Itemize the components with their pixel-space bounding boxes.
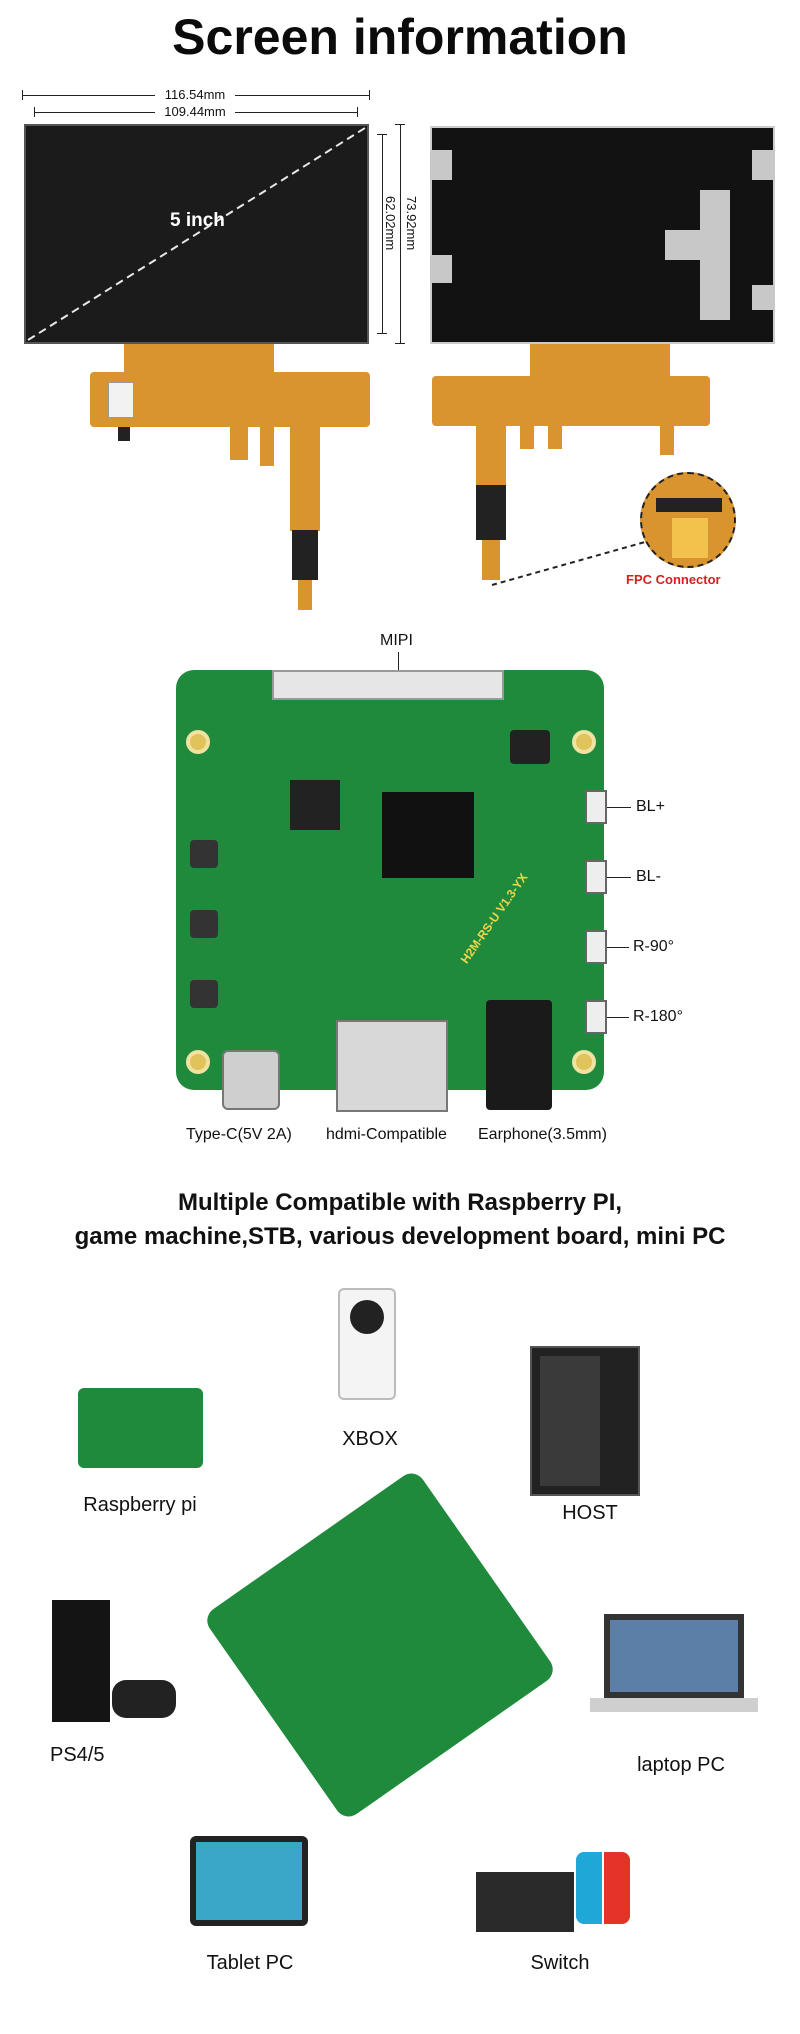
bl-minus-pointer: [607, 877, 631, 878]
fpc-body: [90, 372, 370, 427]
mipi-connector: [272, 670, 504, 700]
hdmi-port[interactable]: [336, 1020, 448, 1112]
r180-label: R-180°: [633, 1008, 683, 1025]
ps-console-image: [52, 1600, 110, 1722]
height-outer-label: 73.92mm: [404, 196, 419, 251]
mcu-chip: [290, 780, 340, 830]
width-outer-label: 116.54mm: [155, 87, 235, 102]
laptop-base: [590, 1698, 758, 1712]
ps-controller: [112, 1680, 176, 1718]
compat-line-1: Multiple Compatible with Raspberry PI,: [177, 1189, 623, 1216]
typec-port[interactable]: [222, 1050, 280, 1110]
inductor: [190, 840, 218, 868]
xbox-label: XBOX: [342, 1428, 398, 1450]
earphone-label: Earphone(3.5mm): [478, 1126, 607, 1143]
fpc-tail-dark: [292, 530, 318, 580]
dim-tick: [377, 134, 387, 135]
back-notch: [752, 150, 775, 180]
earphone-jack[interactable]: [486, 1000, 552, 1110]
bl-minus-label: BL-: [636, 868, 661, 885]
dim-tick: [357, 107, 358, 117]
fpc-tab: [548, 425, 562, 449]
r180-button[interactable]: [585, 1000, 607, 1034]
host-panel: [540, 1356, 600, 1486]
ps-label: PS4/5: [50, 1744, 105, 1766]
back-notch: [430, 255, 452, 283]
hdmi-label: hdmi-Compatible: [326, 1126, 447, 1143]
back-notch: [430, 150, 452, 180]
fpc-back-tail-dark: [476, 485, 506, 540]
fpc-connector-zoom: [640, 472, 736, 568]
r90-button[interactable]: [585, 930, 607, 964]
main-chip: [382, 792, 474, 878]
back-notch: [752, 285, 775, 310]
dim-tick: [395, 343, 405, 344]
height-inner-label: 62.02mm: [383, 196, 398, 251]
r90-pointer: [607, 947, 629, 948]
r180-pointer: [607, 1017, 629, 1018]
switch-label: Switch: [530, 1952, 590, 1974]
height-outer-line: [400, 124, 401, 344]
switch-dock-image: [476, 1872, 574, 1932]
dim-tick: [377, 333, 387, 334]
bl-plus-label: BL+: [636, 798, 665, 815]
switch-joycon-blue: [576, 1852, 602, 1924]
fpc-back-body: [432, 376, 710, 426]
fpc-back-top: [530, 344, 670, 379]
fpc-tail: [290, 426, 320, 531]
xbox-vent: [350, 1300, 384, 1334]
fpc-back-tail: [476, 425, 506, 485]
diagonal-label: 5 inch: [170, 210, 225, 231]
inductor: [190, 910, 218, 938]
tablet-image: [190, 1836, 308, 1926]
compat-line-2: game machine,STB, various development bo…: [74, 1223, 726, 1250]
switch-joycon-red: [604, 1852, 630, 1924]
fpc-pad: [118, 427, 130, 441]
dim-tick: [22, 90, 23, 100]
inductor: [190, 980, 218, 1008]
height-inner-line: [382, 134, 383, 334]
dim-tick: [369, 90, 370, 100]
page-title: Screen information: [172, 9, 628, 65]
diagonal-line: [27, 127, 366, 341]
fpc-back-end: [482, 540, 500, 580]
board-render: [201, 1468, 559, 1822]
back-notch: [700, 260, 730, 320]
raspberry-pi-image: [78, 1388, 203, 1468]
fpc-tab: [520, 425, 534, 449]
mounting-hole: [572, 730, 596, 754]
fpc-tab: [230, 426, 248, 460]
raspberry-label: Raspberry pi: [83, 1494, 197, 1516]
r90-label: R-90°: [633, 938, 675, 955]
typec-label: Type-C(5V 2A): [186, 1126, 292, 1143]
mounting-hole: [572, 1050, 596, 1074]
mipi-label: MIPI: [380, 632, 413, 649]
tablet-label: Tablet PC: [206, 1952, 294, 1974]
inductor: [510, 730, 550, 764]
dim-tick: [34, 107, 35, 117]
host-label: HOST: [562, 1502, 618, 1524]
dim-tick: [395, 124, 405, 125]
fpc-end: [298, 580, 312, 610]
mounting-hole: [186, 1050, 210, 1074]
width-inner-label: 109.44mm: [155, 104, 235, 119]
fpc-tab: [260, 426, 274, 466]
back-notch: [700, 190, 730, 230]
qr-label: [108, 382, 134, 418]
laptop-label: laptop PC: [637, 1754, 725, 1776]
bl-plus-pointer: [607, 807, 631, 808]
bl-minus-button[interactable]: [585, 860, 607, 894]
laptop-image: [604, 1614, 744, 1698]
fpc-connector-label: FPC Connector: [626, 572, 721, 587]
fpc-tab: [660, 425, 674, 455]
fpc-top: [124, 344, 274, 374]
back-notch: [665, 230, 730, 260]
mipi-pointer: [398, 652, 399, 674]
bl-plus-button[interactable]: [585, 790, 607, 824]
mounting-hole: [186, 730, 210, 754]
